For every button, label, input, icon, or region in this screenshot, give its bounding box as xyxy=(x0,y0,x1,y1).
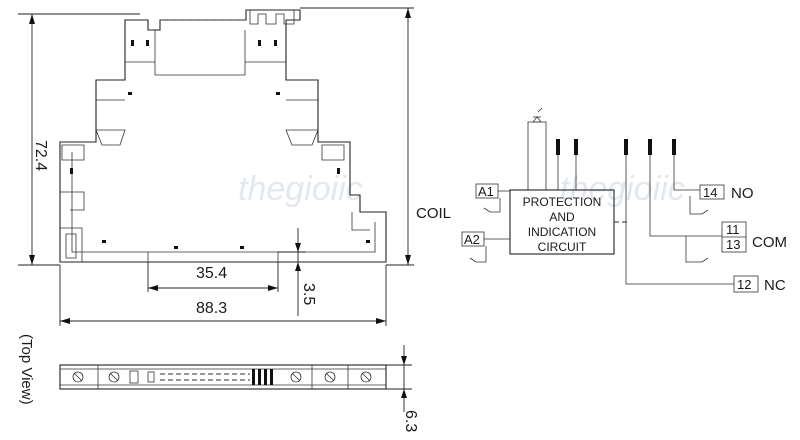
label-nc: NC xyxy=(764,277,786,294)
led-icon xyxy=(532,116,542,123)
screw-icon xyxy=(72,371,84,383)
screw-icon xyxy=(108,371,120,383)
dim-3-5: 3.5 xyxy=(300,283,317,305)
terminal-13: 13 xyxy=(726,237,740,252)
watermark-left: thegioiic xyxy=(238,170,363,208)
top-view xyxy=(59,345,412,412)
terminal-11: 11 xyxy=(726,222,740,237)
screw-icon xyxy=(290,371,302,383)
terminal-12: 12 xyxy=(737,277,751,292)
dim-72-4: 72.4 xyxy=(32,140,49,171)
dimension-lines xyxy=(18,7,414,326)
top-view-label: (Top View) xyxy=(18,334,35,405)
terminal-a1: A1 xyxy=(478,184,494,199)
label-com: COM xyxy=(752,234,787,251)
dim-35-4: 35.4 xyxy=(196,265,227,282)
side-view-outline xyxy=(59,9,387,263)
screw-icon xyxy=(360,371,372,383)
watermark-right: thegioiic xyxy=(560,170,685,208)
terminal-14: 14 xyxy=(703,185,717,200)
block-text-3: INDICATION xyxy=(528,225,596,239)
block-text-2: AND xyxy=(549,210,575,224)
dim-88-3: 88.3 xyxy=(196,300,227,317)
screw-icon xyxy=(324,371,336,383)
terminal-a2: A2 xyxy=(464,232,480,247)
dim-6-3: 6.3 xyxy=(402,410,419,432)
block-text-1: PROTECTION xyxy=(523,195,602,209)
circuit-diagram xyxy=(461,107,759,293)
coil-label: COIL xyxy=(416,205,451,222)
label-no: NO xyxy=(731,185,754,202)
block-text-4: CIRCUIT xyxy=(538,240,587,254)
